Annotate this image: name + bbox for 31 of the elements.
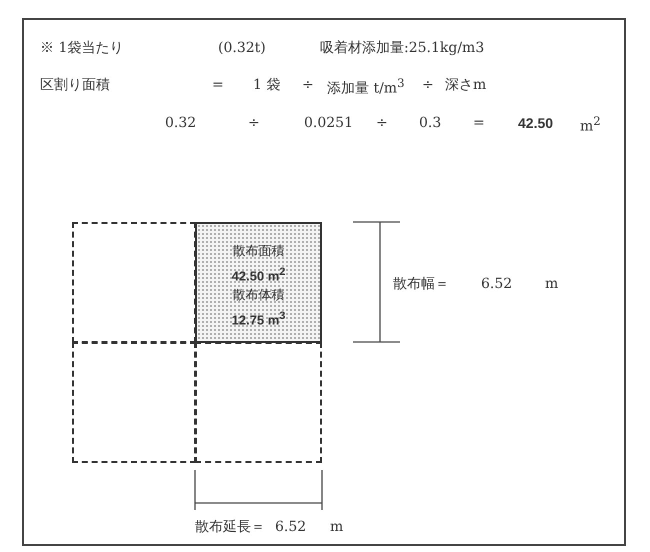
- cell-heading: 散布面積: [232, 243, 286, 261]
- value-text: 12.75 m$^{3}$: [230, 309, 286, 330]
- formula-text: 0.32: [165, 116, 196, 130]
- formula-text: (0.32t): [218, 41, 266, 55]
- formula-text: 6.52: [481, 277, 512, 291]
- equals-sign: =: [212, 78, 224, 92]
- formula-text: 吸着材添加量:25.1kg/m3: [320, 41, 484, 55]
- formula-text: m: [545, 277, 558, 291]
- formula-text: ※ 1袋当たり: [40, 41, 124, 55]
- formula-text: 6.52: [275, 520, 306, 534]
- formula-text: 散布延長＝: [195, 520, 265, 534]
- formula-text: 0.3: [419, 116, 442, 130]
- cell-heading: 散布体積: [232, 287, 286, 306]
- division-sign: ÷: [376, 116, 388, 130]
- division-sign: ÷: [248, 116, 260, 130]
- result-value: 42.50: [518, 116, 554, 130]
- formula-text: 0.0251: [304, 116, 353, 130]
- equals-sign: =: [473, 116, 485, 130]
- shaded-area-cell: [195, 222, 322, 343]
- empty-grid-cell: [72, 342, 196, 463]
- value-text: 42.50 m$^{2}$: [230, 265, 286, 286]
- formula-text: m: [330, 520, 344, 534]
- formula-text: 添加量 t/m$^{3}$: [327, 78, 404, 96]
- division-sign: ÷: [302, 78, 314, 92]
- empty-grid-cell: [195, 342, 322, 463]
- formula-text: 区割り面積: [40, 78, 110, 92]
- formula-text: 1 袋: [253, 78, 280, 92]
- formula-text: 散布幅＝: [393, 277, 449, 291]
- formula-text: m$^{2}$: [580, 116, 601, 134]
- division-sign: ÷: [422, 78, 434, 92]
- formula-text: 深さm: [445, 78, 486, 92]
